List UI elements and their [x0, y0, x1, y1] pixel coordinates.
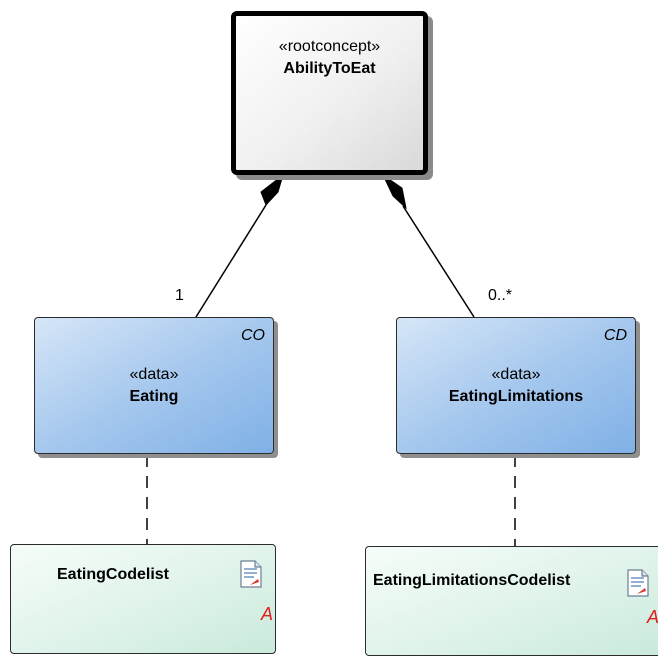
- document-icon: [627, 569, 649, 597]
- composition-diamond-eating: [260, 173, 284, 206]
- codelist-name: EatingLimitationsCodelist: [373, 572, 571, 589]
- class-name: Eating: [129, 388, 179, 405]
- multiplicity-eating: 1: [175, 287, 184, 304]
- root-name: AbilityToEat: [283, 60, 376, 77]
- codelist-name: EatingCodelist: [57, 566, 170, 583]
- composition-diamond-limitations: [381, 173, 407, 210]
- class-node-eating[interactable]: CO «data» Eating: [34, 317, 274, 454]
- composition-edge-limitations: [402, 205, 475, 318]
- connectors: [146, 173, 516, 546]
- composition-edge-eating: [195, 204, 267, 318]
- class-tag: CO: [241, 327, 265, 344]
- document-icon: [240, 560, 262, 588]
- abstract-marker: A: [261, 604, 274, 624]
- class-tag: CD: [603, 327, 627, 344]
- multiplicity-limitations: 0..*: [488, 287, 513, 304]
- abstract-marker: A: [647, 607, 658, 627]
- class-stereotype: «data»: [129, 366, 179, 383]
- class-name: EatingLimitations: [448, 388, 584, 405]
- class-stereotype: «data»: [491, 366, 541, 383]
- codelist-node-eating[interactable]: EatingCodelist A: [10, 544, 276, 654]
- root-stereotype: «rootconcept»: [278, 38, 381, 55]
- root-concept-node[interactable]: «rootconcept» AbilityToEat: [231, 11, 428, 175]
- class-node-eating-limitations[interactable]: CD «data» EatingLimitations: [396, 317, 636, 454]
